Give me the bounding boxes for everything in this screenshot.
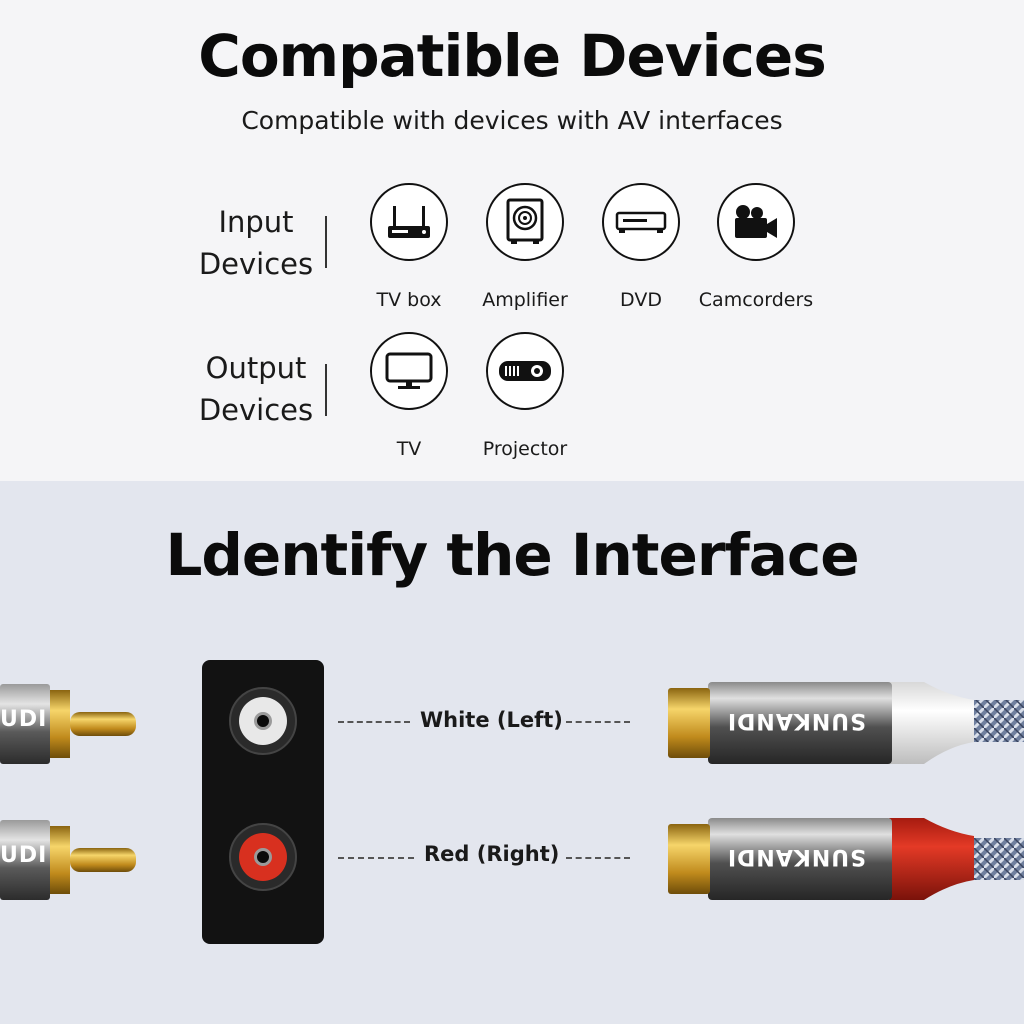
leader-line	[338, 857, 414, 859]
male-rca-plugs	[0, 684, 136, 900]
female-rca-cables	[668, 682, 1024, 900]
device-camcorders: Camcorders	[691, 183, 821, 311]
device-label: DVD	[620, 289, 662, 311]
dvd-player-icon	[602, 183, 680, 261]
device-label: Camcorders	[698, 289, 814, 311]
leader-line	[566, 721, 630, 723]
interface-title: Ldentify the Interface	[165, 521, 859, 589]
compatible-devices-section: Compatible Devices Compatible with devic…	[0, 0, 1024, 481]
tv-icon	[370, 332, 448, 410]
device-tv: TV	[344, 332, 474, 460]
output-label-line2: Devices	[198, 393, 314, 427]
input-devices-label: Input Devices	[196, 201, 316, 285]
brand-text: SUNKANDI	[726, 844, 866, 869]
white-left-label: White (Left)	[420, 708, 563, 732]
white-jack-ring	[239, 697, 287, 745]
output-devices-label: Output Devices	[196, 347, 316, 431]
red-jack	[229, 823, 297, 891]
section-title: Compatible Devices	[198, 22, 826, 90]
red-jack-ring	[239, 833, 287, 881]
device-label: TV	[396, 438, 422, 460]
input-label-line1: Input	[218, 205, 294, 239]
amplifier-icon	[486, 183, 564, 261]
camcorder-icon	[717, 183, 795, 261]
section-subtitle: Compatible with devices with AV interfac…	[241, 106, 783, 135]
tv-box-icon	[370, 183, 448, 261]
output-divider	[325, 364, 327, 416]
rca-jack-panel	[202, 660, 324, 944]
input-label-line2: Devices	[198, 247, 314, 281]
brand-text: SUNKANDI	[726, 708, 866, 733]
device-label: Amplifier	[482, 289, 568, 311]
red-right-label: Red (Right)	[424, 842, 560, 866]
device-tv-box: TV box	[344, 183, 474, 311]
white-jack	[229, 687, 297, 755]
brand-text-partial: UDI	[0, 843, 48, 868]
red-jack-hole	[254, 848, 272, 866]
leader-line	[566, 857, 630, 859]
input-divider	[325, 216, 327, 268]
device-projector: Projector	[460, 332, 590, 460]
device-label: TV box	[376, 289, 442, 311]
device-dvd: DVD	[576, 183, 706, 311]
brand-text-partial: UDI	[0, 707, 48, 732]
white-jack-hole	[254, 712, 272, 730]
projector-icon	[486, 332, 564, 410]
leader-line	[338, 721, 410, 723]
output-label-line1: Output	[205, 351, 307, 385]
device-label: Projector	[482, 438, 568, 460]
device-amplifier: Amplifier	[460, 183, 590, 311]
